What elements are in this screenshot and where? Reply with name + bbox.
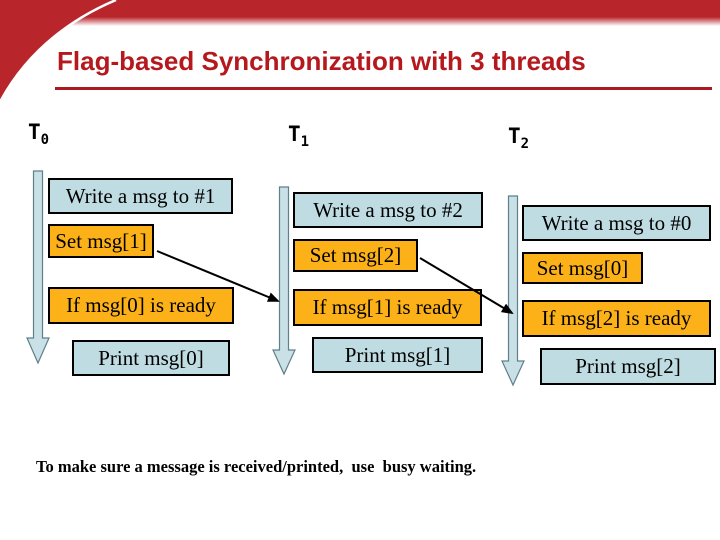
- thread-subscript: 0: [40, 132, 50, 149]
- step-box-t2-if: If msg[2] is ready: [522, 300, 711, 337]
- step-box-t2-print: Print msg[2]: [540, 348, 716, 385]
- header-red-bar: [0, 0, 720, 17]
- step-box-t1-print: Print msg[1]: [312, 337, 483, 373]
- page-title: Flag-based Synchronization with 3 thread…: [57, 46, 586, 76]
- thread-subscript: 2: [520, 136, 530, 153]
- step-box-t1-set: Set msg[2]: [293, 239, 418, 272]
- footer-note: To make sure a message is received/print…: [36, 457, 477, 476]
- step-box-t2-set: Set msg[0]: [522, 252, 643, 284]
- t0-flow-arrow-icon: [26, 170, 50, 365]
- title-underline: [55, 87, 712, 90]
- step-box-t0-write: Write a msg to #1: [48, 178, 233, 214]
- step-box-t0-print: Print msg[0]: [72, 340, 230, 376]
- header-red-bar-fade: [0, 17, 720, 26]
- t2-flow-arrow-icon: [501, 195, 525, 387]
- thread-subscript: 1: [300, 134, 310, 151]
- step-box-t0-if: If msg[0] is ready: [48, 287, 234, 324]
- thread-name: T: [288, 122, 301, 146]
- thread-name: T: [508, 124, 521, 148]
- thread-label-t0: T0: [28, 120, 49, 148]
- step-box-t0-set: Set msg[1]: [48, 224, 154, 258]
- t1-flow-arrow-icon: [272, 186, 296, 376]
- corner-swoosh-shape: [0, 0, 117, 103]
- step-box-t2-write: Write a msg to #0: [522, 205, 711, 241]
- step-box-t1-write: Write a msg to #2: [293, 192, 483, 228]
- thread-label-t1: T1: [288, 122, 309, 150]
- thread-label-t2: T2: [508, 124, 529, 152]
- step-box-t1-if: If msg[1] is ready: [293, 289, 482, 326]
- thread-name: T: [28, 120, 41, 144]
